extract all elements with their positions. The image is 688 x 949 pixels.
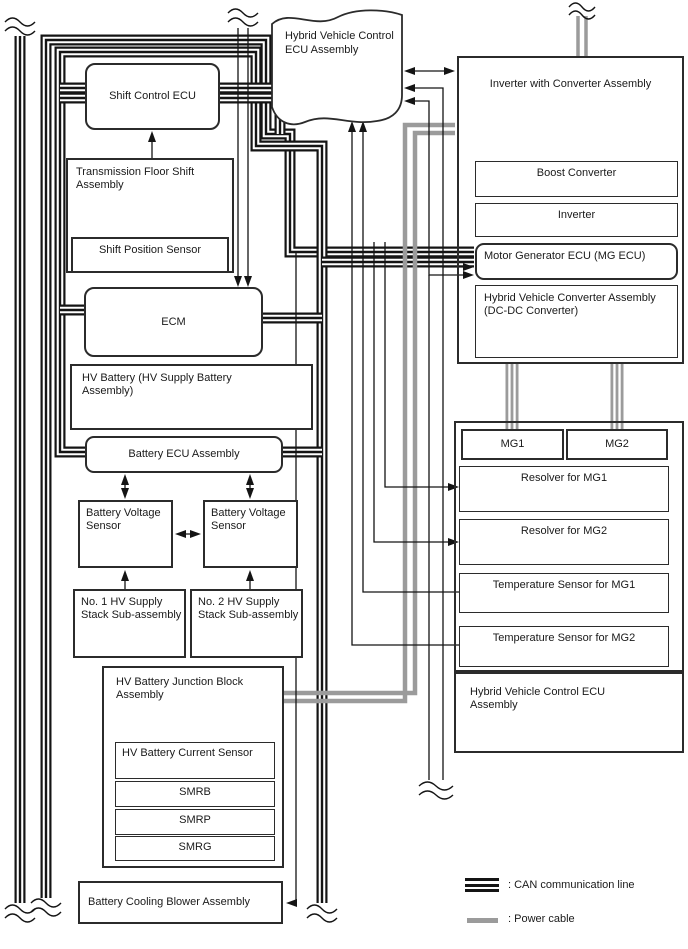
power-cable-symbol: [467, 918, 498, 923]
box-battery-ecu: Battery ECU Assembly: [85, 436, 283, 473]
box-battery-voltage-sensor-1: Battery Voltage Sensor: [78, 500, 173, 568]
can-bus-lines: [14, 34, 474, 903]
hv-ecu-cloud-label: Hybrid Vehicle Control ECU Assembly: [285, 30, 394, 56]
hv-ecu-bottom-label: Hybrid Vehicle Control ECU Assembly: [470, 686, 606, 711]
box-current-sensor: HV Battery Current Sensor: [115, 742, 275, 779]
box-shift-position-sensor: Shift Position Sensor: [71, 237, 229, 273]
blower-label: Battery Cooling Blower Assembly: [88, 896, 251, 908]
hv-ecu-cloud-shape: [271, 9, 403, 126]
box-smrb: SMRB: [115, 781, 275, 807]
dcdc-converter-label: Hybrid Vehicle Converter Assembly (DC-DC…: [484, 292, 656, 317]
hv-battery-label: HV Battery (HV Supply Battery Assembly): [82, 372, 232, 397]
box-hv-ecu-bottom: Hybrid Vehicle Control ECU Assembly: [454, 672, 684, 753]
current-sensor-label: HV Battery Current Sensor: [122, 747, 253, 759]
box-mg1: MG1: [461, 429, 564, 460]
stack-2-label: No. 2 HV Supply Stack Sub-assembly: [198, 596, 299, 621]
can-line-symbol: [465, 878, 499, 895]
legend-can-label: : CAN communication line: [508, 879, 635, 891]
ecm-label: ECM: [161, 315, 186, 328]
box-hv-battery: HV Battery (HV Supply Battery Assembly): [70, 364, 313, 430]
stack-1-label: No. 1 HV Supply Stack Sub-assembly: [81, 596, 182, 621]
battery-ecu-label: Battery ECU Assembly: [128, 448, 240, 460]
box-stack-2: No. 2 HV Supply Stack Sub-assembly: [190, 589, 303, 658]
legend-power-label: : Power cable: [508, 913, 575, 925]
box-mg-ecu: Motor Generator ECU (MG ECU): [475, 243, 678, 280]
box-inverter: Inverter: [475, 203, 678, 237]
shift-position-sensor-label: Shift Position Sensor: [98, 244, 202, 256]
box-battery-voltage-sensor-2: Battery Voltage Sensor: [203, 500, 298, 568]
battery-voltage-sensor-2-label: Battery Voltage Sensor: [211, 507, 286, 532]
power-cables: [284, 16, 624, 704]
box-temp-sensor-mg2: Temperature Sensor for MG2: [459, 626, 669, 667]
box-blower: Battery Cooling Blower Assembly: [78, 881, 283, 924]
box-stack-1: No. 1 HV Supply Stack Sub-assembly: [73, 589, 186, 658]
temp-sensor-mg2-label: Temperature Sensor for MG2: [492, 632, 636, 644]
smrg-label: SMRG: [178, 841, 212, 853]
smrp-label: SMRP: [179, 814, 211, 826]
box-mg2: MG2: [566, 429, 668, 460]
shift-control-ecu-label: Shift Control ECU: [109, 90, 196, 102]
smrb-label: SMRB: [179, 786, 211, 798]
box-temp-sensor-mg1: Temperature Sensor for MG1: [459, 573, 669, 613]
battery-voltage-sensor-1-label: Battery Voltage Sensor: [86, 507, 161, 532]
arrowheads: [121, 67, 474, 907]
mg-ecu-label: Motor Generator ECU (MG ECU): [484, 250, 646, 262]
box-resolver-mg2: Resolver for MG2: [459, 519, 669, 565]
box-smrg: SMRG: [115, 836, 275, 861]
box-mg-container: [454, 421, 684, 672]
resolver-mg2-label: Resolver for MG2: [520, 525, 608, 537]
box-smrp: SMRP: [115, 809, 275, 835]
box-dcdc-converter: Hybrid Vehicle Converter Assembly (DC-DC…: [475, 285, 678, 358]
inverter-assembly-label: Inverter with Converter Assembly: [489, 78, 652, 90]
inverter-label: Inverter: [557, 209, 596, 221]
mg1-label: MG1: [500, 438, 525, 450]
mg2-label: MG2: [605, 438, 629, 450]
box-resolver-mg1: Resolver for MG1: [459, 466, 669, 512]
box-boost-converter: Boost Converter: [475, 161, 678, 197]
break-symbols: [4, 2, 596, 923]
box-ecm: ECM: [84, 287, 263, 357]
signal-lines: [124, 28, 464, 903]
box-shift-control-ecu: Shift Control ECU: [85, 63, 220, 130]
box-inverter-assembly: Inverter with Converter Assembly: [457, 56, 684, 364]
temp-sensor-mg1-label: Temperature Sensor for MG1: [492, 579, 636, 591]
transmission-assembly-label: Transmission Floor Shift Assembly: [76, 166, 195, 191]
junction-block-label: HV Battery Junction Block Assembly: [116, 676, 244, 701]
resolver-mg1-label: Resolver for MG1: [520, 472, 608, 484]
boost-converter-label: Boost Converter: [536, 167, 617, 179]
